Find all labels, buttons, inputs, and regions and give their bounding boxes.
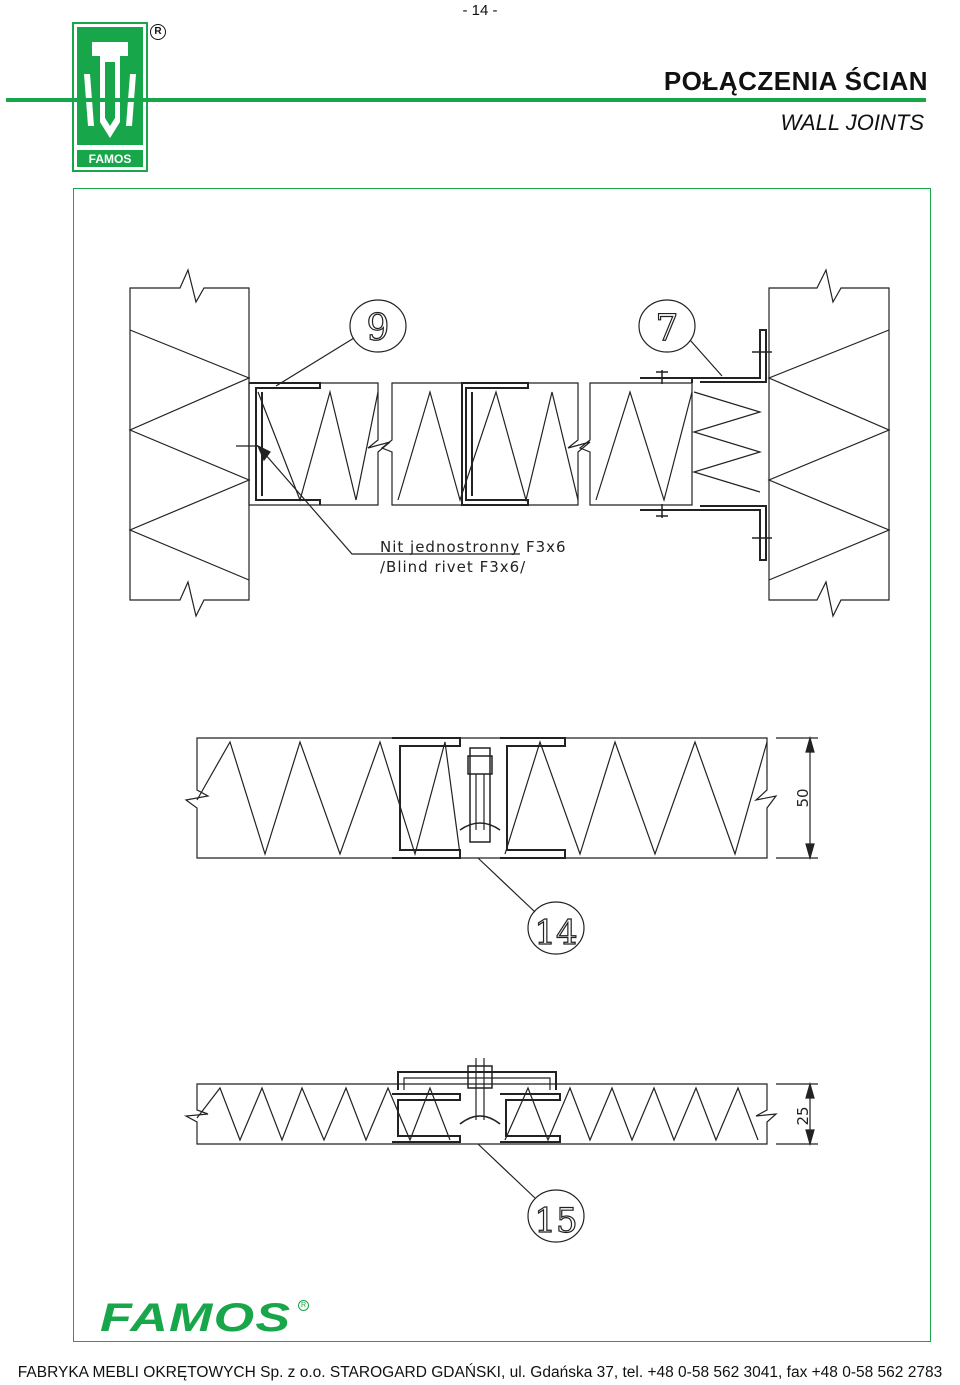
logo-text: FAMOS xyxy=(89,152,132,166)
rivet-label-en: /Blind rivet F3x6/ xyxy=(380,558,526,576)
page-title: POŁĄCZENIA ŚCIAN xyxy=(663,66,928,96)
brand-wordmark: FAMOS xyxy=(100,1296,292,1340)
drawing-frame xyxy=(73,188,931,1342)
top-panel-3 xyxy=(578,370,693,518)
right-wall-panel xyxy=(767,268,891,618)
dimension-25-label: 25 xyxy=(794,1106,812,1125)
page-subtitle: WALL JOINTS xyxy=(780,110,924,135)
left-wall-panel xyxy=(128,268,251,618)
joint-14-assembly xyxy=(184,737,778,859)
brand-registered-mark: R xyxy=(298,1300,309,1311)
callout-9-label: 9 xyxy=(367,308,390,349)
footer-address: FABRYKA MEBLI OKRĘTOWYCH Sp. z o.o. STAR… xyxy=(17,1364,943,1381)
dimension-50-label: 50 xyxy=(794,788,812,807)
dimension-25 xyxy=(776,1081,818,1147)
callout-14-label: 14 xyxy=(534,913,577,953)
rivet-label-pl: Nit jednostronny F3x6 xyxy=(380,538,567,556)
callout-15 xyxy=(477,1143,585,1243)
callout-9 xyxy=(275,299,407,387)
rivet-leader xyxy=(236,444,520,555)
callout-7 xyxy=(638,299,723,377)
page-number: - 14 - xyxy=(462,2,498,19)
joint-15-assembly xyxy=(183,1058,778,1145)
callout-7-label: 7 xyxy=(656,308,679,349)
wall-angle-profile xyxy=(691,329,772,561)
header-rule xyxy=(6,98,926,102)
callout-15-label: 15 xyxy=(534,1201,577,1241)
registered-mark: R xyxy=(150,24,166,40)
callout-14 xyxy=(477,857,585,955)
top-panel-2 xyxy=(380,382,591,506)
top-panel-1 xyxy=(248,382,391,506)
dimension-50 xyxy=(776,735,818,861)
